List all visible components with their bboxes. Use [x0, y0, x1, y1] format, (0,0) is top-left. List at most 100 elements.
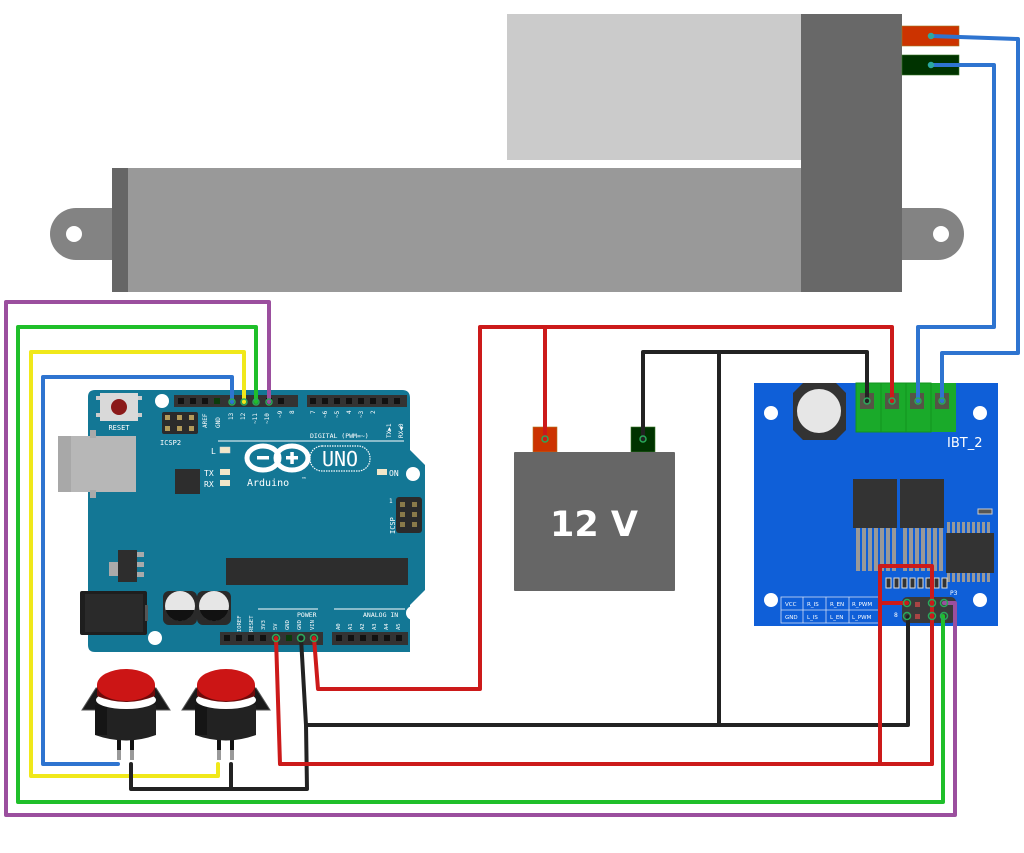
reset-button-cap[interactable]: [111, 399, 127, 415]
power-header: [220, 632, 323, 645]
pin-marker: [265, 398, 273, 406]
pin-marker: [639, 435, 647, 443]
actuator-motor-housing: [801, 14, 902, 292]
pin-label-ioref: IOREF: [237, 615, 243, 632]
actuator-end-cap-left: [112, 168, 128, 292]
ibt2-header-label: P3: [950, 590, 958, 597]
led-tx: [220, 469, 230, 475]
digital-header-left: [174, 395, 298, 407]
pin-label-gnd2: GND: [297, 620, 303, 630]
icsp-header: [396, 497, 422, 533]
pin-table-r-en: R_EN: [830, 602, 844, 608]
actuator-right-mount-hole: [933, 226, 949, 242]
reset-label: RESET: [108, 424, 130, 432]
battery-body: [514, 452, 675, 591]
wire-red-5v-loop[interactable]: [878, 564, 934, 766]
arduino-logo: [244, 443, 311, 473]
push-button-2[interactable]: [181, 669, 271, 760]
ibt2-logic-chip: [946, 522, 994, 582]
mount-hole: [148, 631, 162, 645]
actuator-left-mount-hole: [66, 226, 82, 242]
ibt2-smd-resistor: [977, 508, 993, 515]
arduino-pcb: [88, 390, 425, 652]
wire-green-d11[interactable]: [16, 325, 945, 804]
icsp2-header: [162, 412, 198, 434]
mount-hole: [764, 406, 778, 420]
pin-marker: [271, 633, 281, 643]
led-label-rx: RX: [204, 480, 214, 489]
usb-connector-edge: [58, 436, 71, 492]
arduino-logo-text: Arduino: [247, 478, 289, 489]
wire-yellow-d12[interactable]: [29, 350, 246, 778]
pin-label-a2: A2: [360, 623, 366, 630]
pin-label-3v3: 3V3: [261, 620, 267, 630]
pin-marker: [939, 611, 949, 621]
power-pin-labels: IOREF RESET 3V3 5V GND GND VIN A0 A1 A2 …: [237, 615, 402, 632]
ibt2-terminal-block[interactable]: [855, 382, 956, 433]
actuator-rod: [507, 14, 803, 160]
wire-black-buttons-gnd[interactable]: [129, 723, 309, 791]
pin-table-l-en: L_EN: [830, 615, 843, 621]
pin-label-4: 4: [346, 410, 353, 414]
wire-blue-motor-neg[interactable]: [916, 63, 996, 403]
pin-label-6: ~6: [322, 410, 329, 418]
ibt2-pin-table: VCC R_IS R_EN R_PWM GND L_IS L_EN L_PWM: [780, 596, 880, 624]
wire-purple-d10[interactable]: [4, 300, 957, 817]
wire-red-vin[interactable]: [312, 325, 894, 691]
wires: [4, 34, 1020, 817]
pin-table-r-pwm: R_PWM: [852, 602, 872, 608]
digital-label: DIGITAL (PWM=~): [310, 432, 369, 440]
pin-table-gnd: GND: [785, 615, 798, 621]
led-l: [219, 446, 231, 454]
uno-label: UNO: [322, 447, 358, 471]
ibt2-mosfet: [900, 479, 944, 571]
pin-marker: [938, 397, 946, 405]
mount-hole: [973, 406, 987, 420]
pin-label-2: 2: [370, 410, 377, 414]
pin-marker: [863, 397, 871, 405]
voltage-regulator: [109, 550, 144, 582]
push-button-1[interactable]: [81, 669, 171, 760]
pin-label-a4: A4: [384, 623, 390, 630]
pin-connectors: [228, 32, 949, 643]
wire-blue-motor-pos[interactable]: [929, 34, 1020, 403]
pin-label-5v: 5V: [273, 623, 279, 630]
pin-label-9: ~9: [277, 410, 284, 418]
pin-marker: [541, 435, 549, 443]
ibt2-label: IBT_2: [947, 436, 982, 451]
mount-hole: [155, 394, 169, 408]
battery-12v: 12 V: [514, 426, 675, 591]
pin-table-l-is: L_IS: [807, 615, 818, 621]
mount-hole: [764, 593, 778, 607]
pin-marker: [228, 398, 236, 406]
wire-blue-d13[interactable]: [41, 375, 234, 766]
pin-marker: [927, 61, 935, 69]
pin-table-l-pwm: L_PWM: [852, 615, 872, 621]
led-label-l: L: [211, 447, 216, 456]
wire-black-arduino-gnd[interactable]: [299, 615, 910, 727]
wire-black-battery-neg[interactable]: [641, 350, 869, 441]
pin-label-reset: RESET: [249, 615, 255, 632]
mount-hole: [406, 467, 420, 481]
uno-badge: UNO: [309, 445, 371, 472]
pin-marker: [927, 611, 937, 621]
ibt2-capacitor: [793, 383, 846, 440]
pin-label-vin: VIN: [310, 620, 316, 630]
analog-header: [332, 632, 408, 645]
pin-label-a1: A1: [348, 623, 354, 630]
pin-marker: [939, 598, 949, 608]
pin-table-r-is: R_IS: [807, 602, 819, 608]
reset-button[interactable]: [96, 393, 142, 421]
arduino-uno-board: RESET ICSP 2: [58, 390, 425, 652]
icsp-label: ICSP: [389, 517, 397, 534]
mount-hole: [973, 593, 987, 607]
pin-label-11: ~11: [252, 413, 259, 424]
led-label-on: ON: [389, 469, 399, 478]
pin-marker: [927, 598, 937, 608]
pin-label-a3: A3: [372, 623, 378, 630]
digital-header-right: [307, 395, 407, 407]
actuator-body: [112, 168, 804, 292]
power-label: POWER: [297, 611, 317, 619]
ibt2-motor-driver: IBT_2: [754, 382, 998, 626]
